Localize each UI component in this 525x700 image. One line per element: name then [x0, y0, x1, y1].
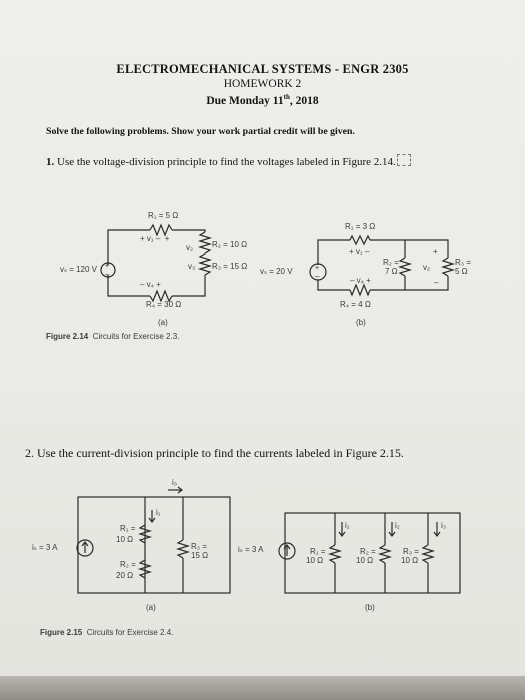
- r3-label: R₃ = 15 Ω: [212, 262, 248, 271]
- i3b-label: i₃: [441, 521, 447, 530]
- r2-15b-top: R₂ =: [360, 547, 376, 556]
- r3-15b-top: R₃ =: [403, 547, 419, 556]
- v2-label: v₂: [186, 243, 194, 252]
- subfigure-b-label: (b): [356, 318, 366, 327]
- resistor-r2: [197, 231, 213, 254]
- resistor-r2b: [397, 257, 413, 277]
- r3b-label-bottom: 5 Ω: [455, 267, 468, 276]
- v2b-plus: +: [433, 247, 438, 256]
- resistor-r3-15b: [420, 544, 436, 564]
- circuit-2-15a: [76, 486, 231, 594]
- question-1: 1. Use the voltage-division principle to…: [46, 154, 411, 168]
- resistor-r1-15a: [137, 524, 153, 544]
- r4b-label: R₄ = 4 Ω: [340, 300, 371, 309]
- current-source-a: [76, 539, 94, 557]
- subfigure-15a-label: (a): [146, 603, 156, 612]
- circuit-2-14b: + –: [309, 234, 456, 297]
- v2b-minus: –: [434, 278, 439, 287]
- resistor-r1-15b: [327, 544, 343, 564]
- v2b-label: v₂: [423, 263, 431, 272]
- question-2: 2. Use the current-division principle to…: [25, 446, 404, 460]
- r1-15a-bottom: 10 Ω: [116, 535, 134, 544]
- v4-label: – v₄ +: [140, 280, 161, 289]
- i3-label: i₃: [172, 478, 178, 487]
- voltage-source-b: [309, 263, 327, 281]
- v4b-label: – v₄ +: [350, 276, 371, 285]
- source-label-b: vₛ = 20 V: [260, 267, 293, 276]
- r3-15a-bottom: 15 Ω: [191, 551, 209, 560]
- resistor-r4: [149, 289, 173, 303]
- subfigure-15b-label: (b): [365, 603, 375, 612]
- resistor-r4b: [349, 283, 371, 297]
- r3-15b-bottom: 10 Ω: [401, 556, 419, 565]
- circuit-2-15b: [278, 512, 461, 594]
- svg-text:–: –: [105, 270, 110, 279]
- r2b-label-bottom: 7 Ω: [385, 267, 398, 276]
- r2-15a-top: R₂ =: [120, 560, 136, 569]
- r3-15a-top: R₃ =: [191, 542, 207, 551]
- v1-label: + v₁ – +: [140, 234, 170, 243]
- resistor-r1: [149, 223, 173, 237]
- figure-2-15-caption: Figure 2.15 Circuits for Exercise 2.4.: [40, 628, 174, 637]
- resistor-r3: [197, 253, 213, 276]
- course-title: ELECTROMECHANICAL SYSTEMS - ENGR 2305: [116, 62, 409, 76]
- question-2-text: Use the current-division principle to fi…: [37, 446, 404, 460]
- r4-label: R₄ = 30 Ω: [146, 300, 182, 309]
- r2-label: R₂ = 10 Ω: [212, 240, 248, 249]
- v1b-label: + v₁ –: [349, 247, 370, 256]
- current-source-b: [278, 542, 296, 560]
- resistor-r3-15a: [175, 539, 191, 559]
- circuit-2-14a: + –: [100, 223, 213, 303]
- v3-label: v₃: [188, 262, 196, 271]
- subfigure-a-label: (a): [158, 318, 168, 327]
- svg-text:+: +: [105, 263, 109, 270]
- i1b-label: i₁: [345, 521, 350, 530]
- due-date: Due Monday 11th, 2018: [206, 93, 319, 107]
- r1b-label: R₁ = 3 Ω: [345, 222, 376, 231]
- source-label-15b: iₛ = 3 A: [238, 545, 264, 554]
- r2-15b-bottom: 10 Ω: [356, 556, 374, 565]
- source-label-a: vₛ = 120 V: [60, 265, 98, 274]
- figure-2-14-caption: Figure 2.14 Circuits for Exercise 2.3.: [46, 332, 180, 341]
- r2-15a-bottom: 20 Ω: [116, 571, 134, 580]
- svg-text:+: +: [315, 265, 319, 272]
- question-1-text: Use the voltage-division principle to fi…: [57, 156, 396, 168]
- r1-15a-top: R₁ =: [120, 524, 136, 533]
- resistor-r2-15b: [377, 544, 393, 564]
- r1-label: R₁ = 5 Ω: [148, 211, 179, 220]
- i2b-label: i₂: [395, 521, 400, 530]
- page-edge: [0, 676, 525, 700]
- i1-label: i₁: [156, 508, 161, 517]
- r2b-label-top: R₂ =: [383, 258, 399, 267]
- resistor-r2-15a: [137, 559, 153, 579]
- r1-15b-top: R₁ =: [310, 547, 326, 556]
- attachment-icon: [396, 154, 411, 166]
- homework-number: HOMEWORK 2: [223, 78, 302, 90]
- source-label-15a: iₛ = 3 A: [32, 543, 58, 552]
- resistor-r3b: [440, 257, 456, 277]
- svg-text:–: –: [315, 272, 320, 281]
- instructions: Solve the following problems. Show your …: [46, 126, 355, 137]
- voltage-source-a: [100, 262, 116, 278]
- r1-15b-bottom: 10 Ω: [306, 556, 324, 565]
- resistor-r1b: [349, 234, 371, 246]
- r3b-label-top: R₃ =: [455, 258, 471, 267]
